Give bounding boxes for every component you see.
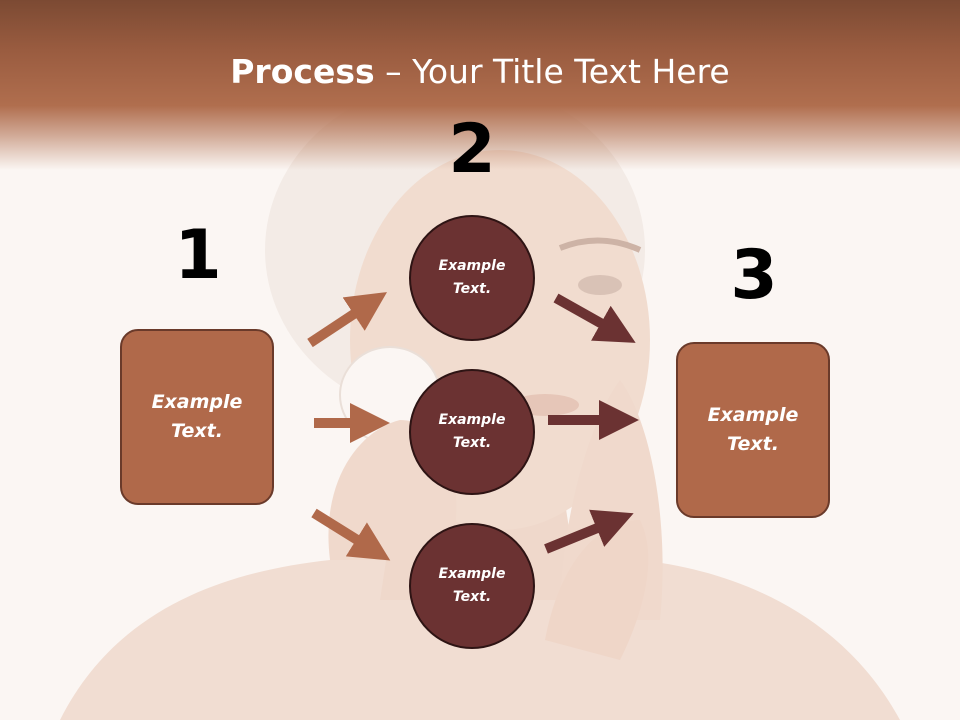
circle-middle: Example Text. xyxy=(409,369,535,495)
arrow-bottom-to-right xyxy=(544,509,634,554)
title-rest: Your Title Text Here xyxy=(412,52,730,91)
title-dash: – xyxy=(374,52,413,91)
arrow-top-to-right xyxy=(553,293,636,343)
step-box-3: Example Text. xyxy=(676,342,830,518)
step-box-3-label: Example Text. xyxy=(707,404,799,455)
circle-top-label: Example Text. xyxy=(438,258,506,297)
circle-top: Example Text. xyxy=(409,215,535,341)
step-number-2: 2 xyxy=(448,110,496,189)
arrow-left-to-bottom xyxy=(311,508,391,561)
step-number-3: 3 xyxy=(730,236,778,315)
step-box-1: Example Text. xyxy=(120,329,274,505)
title-band xyxy=(0,0,960,170)
step-number-1: 1 xyxy=(174,216,222,295)
arrow-left-to-top xyxy=(307,292,388,348)
title-bold: Process xyxy=(230,52,375,91)
circle-middle-label: Example Text. xyxy=(438,412,506,451)
step-box-1-label: Example Text. xyxy=(151,391,243,442)
circle-bottom: Example Text. xyxy=(409,523,535,649)
circle-bottom-label: Example Text. xyxy=(438,566,506,605)
slide-title: Process – Your Title Text Here xyxy=(0,52,960,91)
